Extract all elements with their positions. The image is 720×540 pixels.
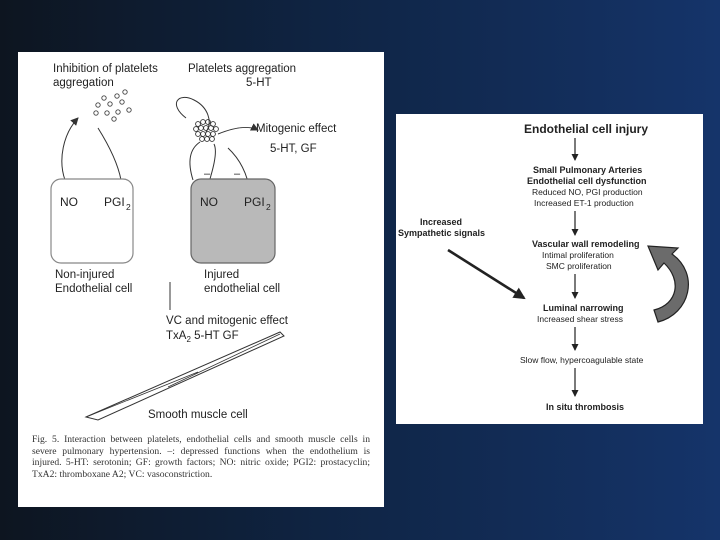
feedback-loop-arrow [647, 245, 689, 323]
scattered-platelets [93, 89, 132, 122]
arrow-platelets-to-mitogenic [217, 123, 259, 135]
pgi-subscript-right: 2 [266, 202, 271, 212]
sympathetic-label-line1: Increased [420, 217, 462, 227]
pgi-label-left: PGI [104, 195, 125, 209]
arrow-injured-to-platelets [189, 141, 201, 181]
depressed-mark-1: – [204, 168, 211, 180]
non-injured-endothelial-cell [50, 178, 134, 264]
interaction-diagram: Inhibition of platelets aggregation Plat… [50, 63, 337, 421]
non-injured-label-line1: Non-injured [55, 269, 114, 281]
left-figure-panel: Inhibition of platelets aggregation Plat… [18, 52, 384, 507]
arrow-sympathetic-to-narrowing [447, 248, 526, 300]
platelet-aggregate [175, 96, 219, 142]
figure-caption: Fig. 5. Interaction between platelets, e… [32, 434, 370, 480]
smooth-muscle-spindle [84, 331, 285, 421]
box2-line1: Vascular wall remodeling [532, 239, 640, 249]
pgi-label-right: PGI [244, 195, 265, 209]
injured-label-line1: Injured [204, 269, 239, 281]
inhibition-label-line2: aggregation [53, 77, 114, 89]
injured-label-line2: endothelial cell [204, 283, 280, 295]
pgi-subscript-left: 2 [126, 202, 131, 212]
box2-line2: Intimal proliferation [542, 250, 614, 260]
box1-line3: Reduced NO, PGI production [532, 187, 643, 197]
arrow-pgi-to-inhibition [97, 127, 122, 181]
no-label-right: NO [200, 195, 218, 209]
box3-line1: Luminal narrowing [543, 303, 624, 313]
sympathetic-label-line2: Sympathetic signals [398, 228, 485, 238]
mitogenic-label-line1: Mitogenic effect [256, 123, 337, 135]
vc-label-line1: VC and mitogenic effect [166, 315, 289, 327]
platelets-label-line2: 5-HT [246, 77, 272, 89]
box1-line2: Endothelial cell dysfunction [527, 176, 647, 186]
vc-label-line2: TxA2 5-HT GF [166, 330, 239, 344]
arrow-no-to-inhibition [61, 117, 79, 181]
smooth-muscle-label: Smooth muscle cell [148, 409, 248, 421]
box5-label: In situ thrombosis [546, 402, 624, 412]
flowchart-title: Endothelial cell injury [524, 122, 648, 136]
inhibition-label-line1: Inhibition of platelets [53, 63, 158, 75]
box1-line1: Small Pulmonary Arteries [533, 165, 642, 175]
injury-flowchart: Endothelial cell injury Small Pulmonary … [398, 122, 689, 412]
box1-line4: Increased ET-1 production [534, 198, 634, 208]
non-injured-label-line2: Endothelial cell [55, 283, 132, 295]
depressed-mark-2: – [234, 168, 241, 180]
box3-line2: Increased shear stress [537, 314, 623, 324]
right-figure-panel: Endothelial cell injury Small Pulmonary … [396, 114, 703, 424]
platelets-label-line1: Platelets aggregation [188, 63, 296, 75]
box4-label: Slow flow, hypercoagulable state [520, 355, 644, 365]
mitogenic-label-line2: 5-HT, GF [270, 143, 317, 155]
no-label-left: NO [60, 195, 78, 209]
injured-endothelial-cell [190, 178, 276, 264]
box2-line3: SMC proliferation [546, 261, 612, 271]
spindle-edge [85, 333, 281, 418]
